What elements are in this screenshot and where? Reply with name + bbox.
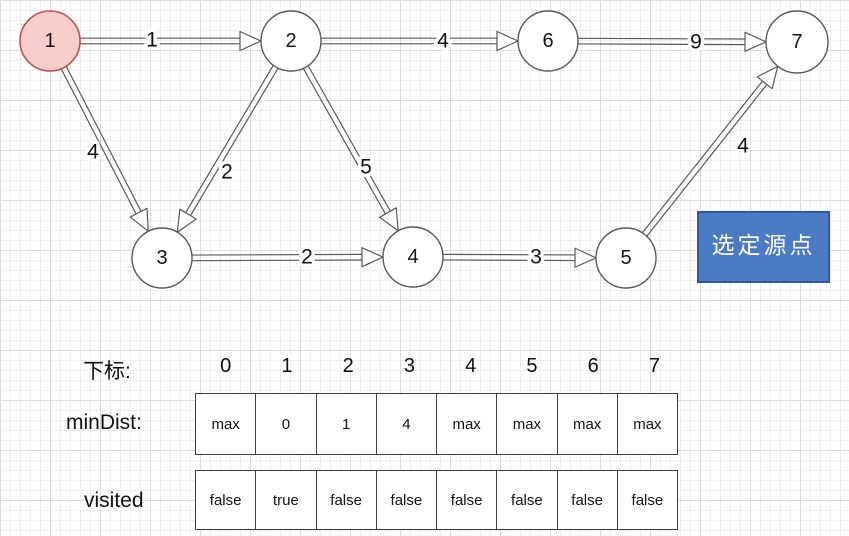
graph-node-5: 5 (595, 227, 657, 289)
edge-weight-label: 4 (87, 141, 99, 164)
index-row-label: 下标: (83, 360, 131, 383)
mindist-cell: 0 (255, 393, 317, 455)
visited-cell: false (195, 470, 257, 530)
index-value: 2 (342, 355, 354, 377)
mindist-cell: max (496, 393, 558, 455)
arrow-head-icon (176, 208, 197, 233)
node-label: 7 (791, 31, 802, 53)
index-value: 6 (587, 355, 599, 377)
edge-weight-label: 1 (146, 29, 158, 52)
edge-weight-label: 4 (437, 30, 449, 53)
graph-node-4: 4 (382, 226, 444, 288)
edge-weight-label: 9 (690, 31, 702, 54)
node-label: 5 (620, 247, 631, 269)
arrow-head-icon (756, 65, 779, 90)
mindist-cell: max (436, 393, 498, 455)
arrow-head-icon (361, 247, 384, 268)
node-label: 6 (542, 30, 553, 52)
index-value: 0 (220, 355, 232, 377)
edge-weight-label: 5 (360, 156, 372, 179)
visited-row-label: visited (84, 489, 144, 512)
graph-node-3: 3 (131, 227, 193, 289)
visited-cell: false (436, 470, 498, 530)
node-label: 3 (156, 247, 167, 269)
edge-weight-label: 3 (530, 246, 542, 269)
arrow-head-icon (129, 207, 149, 232)
mindist-cell: 4 (375, 393, 437, 455)
arrow-head-icon (239, 30, 262, 52)
visited-cell: false (375, 470, 437, 530)
index-value: 7 (648, 355, 660, 377)
edge-1-3: 4 (60, 66, 149, 232)
visited-cell: false (315, 470, 377, 530)
mindist-row-label: minDist: (66, 411, 142, 434)
node-label: 1 (44, 30, 55, 52)
visited-cell: false (556, 470, 618, 530)
mindist-cell: max (556, 393, 618, 455)
arrow-head-icon (574, 247, 597, 268)
edge-5-7: 4 (641, 65, 779, 237)
node-label: 4 (407, 246, 418, 268)
edge-weight-label: 2 (221, 161, 233, 184)
visited-cell: true (255, 470, 317, 530)
arrow-head-icon (379, 207, 399, 232)
edge-6-7: 9 (577, 27, 767, 57)
source-node-callout: 选定源点 (697, 211, 830, 283)
index-value: 3 (403, 355, 415, 377)
index-value: 1 (281, 355, 293, 377)
edge-1-2: 1 (80, 25, 262, 55)
edge-2-4: 5 (302, 65, 399, 232)
index-value: 4 (465, 355, 477, 377)
mindist-cell: 1 (315, 393, 377, 455)
graph-node-6: 6 (517, 10, 579, 72)
edge-weight-label: 4 (737, 135, 749, 158)
edge-weight-label: 2 (301, 246, 313, 269)
edge-2-6: 4 (321, 26, 519, 56)
graph-node-1: 1 (19, 10, 81, 72)
edge-3-4: 2 (191, 242, 384, 272)
arrow-head-icon (744, 31, 767, 52)
visited-cell: false (496, 470, 558, 530)
edge-2-3: 2 (176, 65, 279, 233)
index-value: 5 (526, 355, 538, 377)
graph-node-7: 7 (765, 10, 829, 74)
node-label: 2 (285, 30, 296, 52)
graph-node-2: 2 (260, 10, 322, 72)
edge-4-5: 3 (442, 242, 597, 272)
visited-cell: false (616, 470, 678, 530)
arrow-head-icon (496, 30, 519, 52)
mindist-cell: max (616, 393, 678, 455)
index-row: 0 1 2 3 4 5 6 7 (195, 355, 685, 378)
mindist-cell: max (195, 393, 257, 455)
